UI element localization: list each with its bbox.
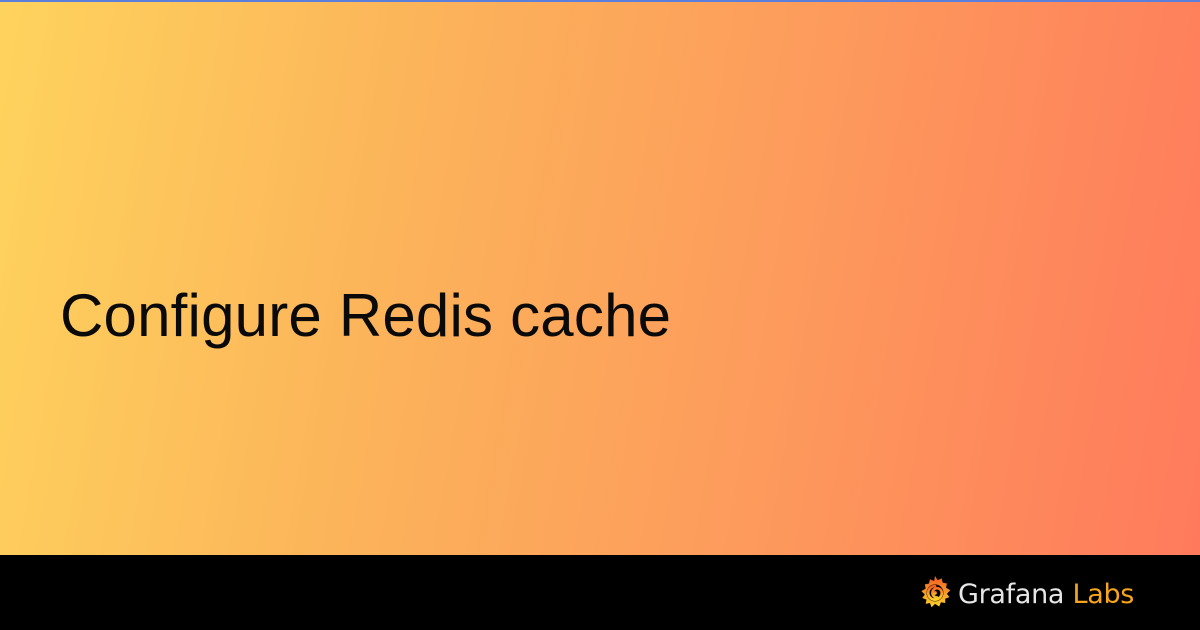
top-accent-line — [0, 0, 1200, 2]
hero-banner: Configure Redis cache — [0, 2, 1200, 555]
grafana-labs-logo: Grafana Labs — [918, 574, 1134, 615]
grafana-logo-icon — [918, 574, 952, 615]
footer-bar — [0, 555, 1200, 630]
brand-primary-text: Grafana — [958, 578, 1065, 610]
page-title: Configure Redis cache — [60, 282, 672, 349]
brand-secondary-text: Labs — [1072, 578, 1135, 610]
brand-wordmark: Grafana Labs — [958, 577, 1134, 613]
